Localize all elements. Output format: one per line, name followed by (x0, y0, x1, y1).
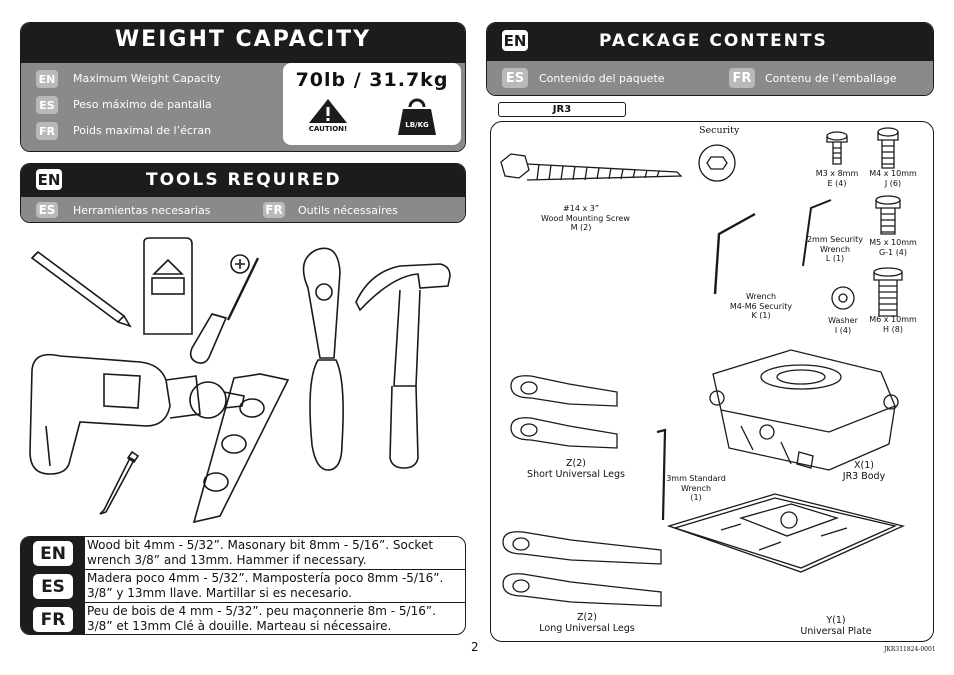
allen-wrench-icon (713, 212, 756, 295)
m4-label: M4 x 10mm J (6) (869, 169, 917, 188)
weight-capacity-header: WEIGHT CAPACITY (21, 23, 465, 63)
lang-badge-fr: FR (729, 68, 755, 88)
security-cap-icon (698, 144, 736, 182)
lang-badge-fr: FR (36, 122, 58, 140)
wrench-k-label: Wrench M4-M6 Security K (1) (729, 292, 793, 320)
level-icon (192, 373, 290, 524)
jr3-body-icon (709, 349, 899, 471)
m5-screw-icon (875, 195, 901, 235)
long-legs-label: Z(2) Long Universal Legs (539, 612, 635, 634)
lang-badge-fr: FR (33, 607, 73, 632)
weight-capacity-title: WEIGHT CAPACITY (114, 27, 372, 52)
lang-badge-en: EN (36, 169, 62, 190)
tools-label-fr: Outils nécessaires (298, 204, 398, 217)
short-leg-icon (510, 375, 618, 449)
bits-text-fr: Peu de bois de 4 mm - 5/32”. peu maçonne… (87, 604, 436, 633)
short-legs-label: Z(2) Short Universal Legs (527, 458, 625, 480)
drill-bits-panel: EN Wood bit 4mm - 5/32”. Masonary bit 8m… (20, 536, 466, 635)
wood-screw-icon (500, 153, 683, 181)
weight-icon (398, 98, 436, 135)
stud-finder-icon (143, 237, 193, 335)
lang-cell-fr: FR (21, 603, 85, 634)
lang-badge-en: EN (33, 541, 73, 566)
weight-capacity-panel: WEIGHT CAPACITY EN Maximum Weight Capaci… (20, 22, 466, 152)
model-label: JR3 (498, 102, 626, 117)
tools-label-es: Herramientas necesarias (73, 204, 211, 217)
package-contents-header: EN PACKAGE CONTENTS ES Contenido del paq… (486, 22, 934, 96)
lang-badge-fr: FR (263, 202, 285, 218)
lang-badge-es: ES (33, 574, 73, 599)
lang-cell-es: ES (21, 570, 85, 603)
drill-bit-icon (99, 450, 140, 515)
bits-text-es: Madera poco 4mm - 5/32”. Mampostería poc… (87, 571, 444, 600)
tools-title-bar: EN TOOLS REQUIRED (21, 164, 465, 197)
drill-icon (29, 353, 245, 475)
package-contents-box: Security #14 x 3” Wood Mounting Screw M … (490, 121, 934, 642)
socket-wrench-icon (302, 247, 344, 471)
weight-icon-label: LB/KG (405, 121, 429, 129)
lang-cell-en: EN (21, 537, 85, 570)
tools-required-header: EN TOOLS REQUIRED ES Herramientas necesa… (20, 163, 466, 223)
wrench3-label: 3mm Standard Wrench (1) (666, 474, 726, 502)
tools-required-title: TOOLS REQUIRED (146, 170, 342, 190)
weight-label-fr: Poids maximal de l’écran (73, 124, 212, 137)
standard-wrench-icon (656, 428, 667, 521)
security-wrench-icon (802, 199, 832, 267)
wrench2-label: 2mm Security Wrench L (1) (806, 235, 864, 263)
tools-subtitle-bar: ES Herramientas necesarias FR Outils néc… (21, 197, 465, 222)
lang-badge-es: ES (36, 202, 58, 218)
universal-plate-icon (666, 493, 905, 573)
divider (85, 569, 465, 570)
divider (85, 602, 465, 603)
bits-text-en: Wood bit 4mm - 5/32”. Masonary bit 8mm -… (87, 538, 434, 567)
universal-plate-label: Y(1) Universal Plate (800, 615, 872, 637)
m6-label: M6 x 10mm H (8) (869, 315, 917, 334)
caution-icon (309, 99, 347, 123)
tools-illustration (29, 237, 451, 524)
lang-badge-en: EN (36, 70, 58, 88)
jr3-body-label: X(1) JR3 Body (842, 460, 886, 482)
package-label-es: Contenido del paquete (539, 72, 665, 85)
lang-badge-es: ES (502, 68, 528, 88)
weight-label-es: Peso máximo de pantalla (73, 98, 212, 111)
m4-screw-icon (877, 127, 899, 169)
caution-label: CAUTION! (308, 125, 348, 133)
lang-badge-es: ES (36, 96, 58, 114)
parts-illustration (500, 127, 905, 607)
screwdriver-icon (189, 254, 260, 364)
page-number: 2 (471, 640, 479, 654)
washer-icon (831, 286, 855, 310)
weight-label-en: Maximum Weight Capacity (73, 72, 221, 85)
package-title-bar: EN PACKAGE CONTENTS (487, 23, 933, 61)
weight-value-box: 70lb / 31.7kg CAUTION! LB/KG (283, 63, 461, 145)
lang-badge-en: EN (502, 30, 528, 51)
hammer-icon (355, 263, 451, 469)
weight-value: 70lb / 31.7kg (295, 69, 449, 91)
m5-label: M5 x 10mm G-1 (4) (869, 238, 917, 257)
screw-label: #14 x 3” Wood Mounting Screw M (2) (541, 204, 630, 232)
m6-screw-icon (873, 267, 903, 317)
long-leg-icon (502, 531, 662, 607)
security-label: Security (699, 125, 740, 136)
m3-label: M3 x 8mm E (4) (815, 169, 859, 188)
package-subtitle-bar: ES Contenido del paquete FR Contenu de l… (487, 61, 933, 95)
package-contents-title: PACKAGE CONTENTS (599, 31, 828, 51)
package-label-fr: Contenu de l’emballage (765, 72, 897, 85)
m3-screw-icon (826, 131, 848, 165)
washer-label: Washer I (4) (828, 316, 858, 335)
document-code: JKR311824-0001 (884, 646, 936, 653)
pencil-icon (30, 250, 132, 328)
